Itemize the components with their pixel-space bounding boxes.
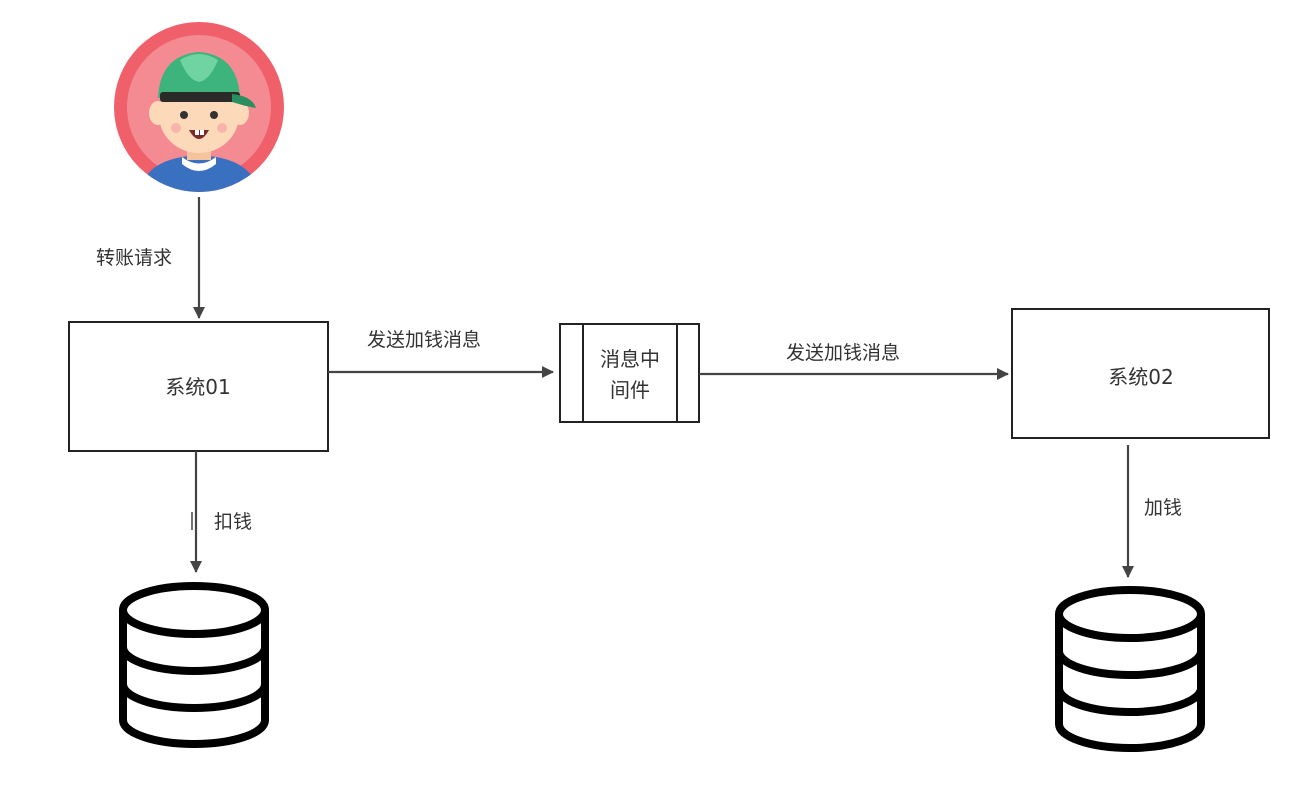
database-icon	[119, 582, 269, 748]
message-queue-label-line1: 消息中	[600, 347, 660, 371]
edge-send1-label: 发送加钱消息	[367, 329, 481, 351]
edge-deduct-label: 扣钱	[214, 511, 252, 533]
message-queue-box: 消息中 间件	[559, 323, 700, 423]
message-queue-label-line2: 间件	[610, 378, 650, 402]
system02-box: 系统02	[1011, 308, 1270, 439]
system01-label: 系统01	[165, 375, 230, 399]
user-avatar-icon	[114, 22, 284, 192]
edge-add-label: 加钱	[1144, 497, 1182, 519]
system02-label: 系统02	[1108, 365, 1173, 389]
database-icon	[1055, 586, 1205, 752]
system01-box: 系统01	[68, 321, 329, 452]
edge-transfer-label: 转账请求	[96, 247, 172, 269]
edge-send2-label: 发送加钱消息	[786, 342, 900, 364]
